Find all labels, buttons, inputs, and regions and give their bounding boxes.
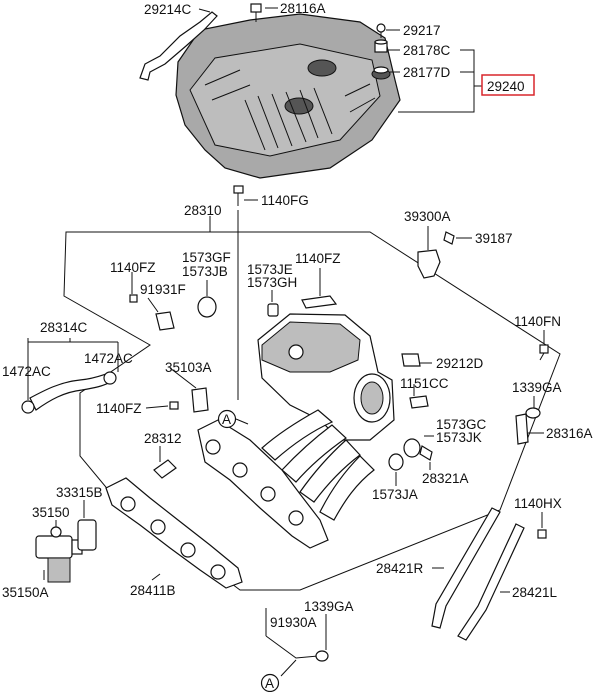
callout-28310: 28310 [184, 203, 222, 218]
callout-29214c: 29214C [144, 2, 192, 17]
bolt-1140hx[interactable] [537, 529, 547, 539]
hose-clamp-right[interactable] [103, 371, 117, 385]
callout-1140fn: 1140FN [514, 314, 561, 329]
callout-1472ac-right: 1472AC [84, 351, 133, 366]
callout-91931f: 91931F [140, 282, 186, 297]
grommet-29217[interactable] [376, 23, 386, 38]
callout-29217: 29217 [403, 23, 441, 38]
intake-manifold-part[interactable] [197, 313, 395, 549]
callout-28421r: 28421R [376, 561, 424, 576]
callout-1140hx: 1140HX [514, 496, 562, 511]
grommet-28177d[interactable] [371, 66, 391, 80]
bolt-1140fn[interactable] [539, 344, 549, 361]
callout-1573gf: 1573GF [182, 250, 231, 265]
callout-1573ja: 1573JA [372, 487, 418, 502]
bolt-1140fz-mid[interactable] [169, 401, 179, 410]
idle-air-control-valve-part[interactable] [35, 526, 83, 583]
nut-1339ga[interactable] [525, 407, 541, 419]
callout-35103a: 35103A [165, 360, 212, 375]
bolt-39187[interactable] [443, 231, 455, 245]
vacuum-pipe-91930a[interactable] [265, 608, 329, 662]
callout-1339ga-right: 1339GA [512, 380, 562, 395]
cover-bracket-part[interactable] [139, 11, 218, 81]
bracket-91931f[interactable] [155, 311, 175, 331]
bolt-1140fg[interactable] [233, 185, 244, 206]
oring-1573gc[interactable] [403, 438, 421, 458]
callout-28178c: 28178C [403, 43, 451, 58]
callout-28421l: 28421L [512, 585, 558, 600]
callout-1140fz-top: 1140FZ [295, 251, 341, 266]
callout-1573jb: 1573JB [182, 264, 228, 279]
callout-29240-highlight-box [481, 74, 535, 96]
reference-marker-a-bottom[interactable]: A [260, 673, 280, 692]
callout-1339ga-bottom: 1339GA [304, 599, 354, 614]
bracket-28316a[interactable] [515, 413, 529, 445]
engine-cover-part[interactable] [175, 13, 401, 179]
stay-28421r[interactable] [431, 507, 501, 629]
manifold-gasket-part[interactable] [105, 477, 243, 589]
callout-1140fg: 1140FG [261, 193, 309, 208]
callout-33315b: 33315B [56, 485, 103, 500]
bracket-35103a[interactable] [191, 387, 209, 413]
callout-39187: 39187 [475, 231, 513, 246]
callout-1573gh: 1573GH [247, 275, 297, 290]
callout-1140fz-left: 1140FZ [110, 260, 156, 275]
callout-1573je: 1573JE [247, 262, 293, 277]
plug-1573gf[interactable] [197, 296, 217, 318]
callout-1573jk: 1573JK [436, 430, 482, 445]
callout-28116a: 28116A [280, 1, 326, 16]
reference-marker-a-top-label: A [222, 412, 231, 427]
grommet-28178c[interactable] [374, 39, 388, 53]
callout-28177d: 28177D [403, 65, 451, 80]
callout-29240: 29240 [487, 79, 525, 94]
sensor-39300a[interactable] [417, 249, 441, 279]
leader-lines [27, 7, 545, 677]
reference-marker-a-bottom-label: A [265, 676, 274, 691]
stay-28421l[interactable] [457, 523, 525, 641]
callout-1573gc: 1573GC [436, 417, 487, 432]
cover-bolt-28116a[interactable] [250, 3, 262, 22]
callout-28316a: 28316A [546, 426, 593, 441]
cap-1573ja[interactable] [388, 453, 404, 471]
hose-clamp-left[interactable] [21, 400, 35, 414]
callout-28314c: 28314C [40, 320, 88, 335]
callout-28312: 28312 [144, 431, 182, 446]
callout-39300a: 39300A [404, 209, 451, 224]
callout-1472ac-left: 1472AC [2, 364, 51, 379]
callout-1140fz-bottom: 1140FZ [96, 401, 142, 416]
callout-1151cc: 1151CC [400, 376, 449, 391]
callout-labels: 29214C 28116A 29217 28178C 28177D 29240 … [2, 1, 593, 630]
callout-35150: 35150 [32, 505, 70, 520]
callout-28411b: 28411B [130, 583, 176, 598]
iacv-gasket-part[interactable] [77, 519, 97, 551]
reference-marker-a-top[interactable]: A [217, 409, 237, 429]
callout-29212d: 29212D [436, 356, 484, 371]
callout-35150a: 35150A [2, 585, 49, 600]
callout-91930a: 91930A [270, 615, 317, 630]
clip-1140fz[interactable] [301, 295, 338, 309]
cap-1573je[interactable] [267, 303, 279, 317]
sensor-29212d[interactable] [401, 353, 421, 367]
callout-28321a: 28321A [422, 471, 469, 486]
fitting-28321a[interactable] [419, 445, 433, 461]
stud-28312[interactable] [153, 459, 177, 479]
bolt-1151cc[interactable] [409, 395, 429, 409]
bolt-1140fz-left[interactable] [129, 294, 138, 303]
